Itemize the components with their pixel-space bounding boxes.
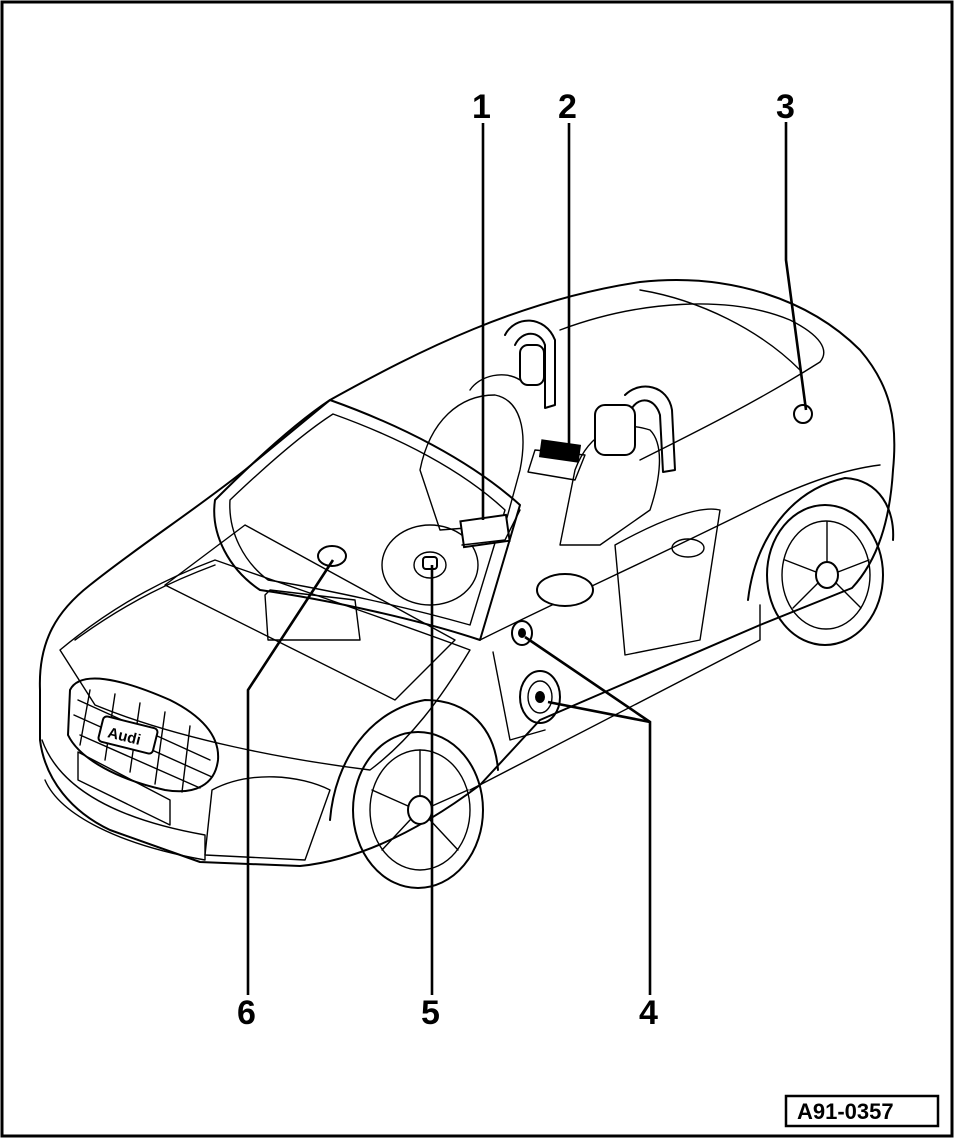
leader-lines — [246, 122, 808, 995]
front-grille — [67, 677, 220, 793]
windshield-frame — [213, 399, 521, 641]
reference-code-box: A91-0357 — [784, 1094, 940, 1128]
sill-line — [469, 604, 761, 791]
component-2-unit — [538, 439, 582, 463]
rear-wheel — [766, 504, 884, 646]
rear-deck — [559, 303, 825, 461]
headrest-right — [594, 404, 636, 456]
body-side-crease — [479, 464, 881, 641]
hood-crease — [74, 564, 216, 641]
callout-labels: 1 2 3 4 5 6 — [237, 88, 795, 1032]
roll-hoop-left — [504, 319, 556, 409]
steering-wheel — [381, 524, 479, 606]
callout-5: 5 — [421, 994, 440, 1032]
steering-hub — [413, 551, 447, 579]
license-plate-area — [77, 751, 171, 826]
callout-3: 3 — [776, 88, 795, 126]
rear-deck-line — [639, 289, 801, 371]
windshield-inner — [229, 413, 506, 626]
hood-panel — [164, 524, 456, 701]
driver-seat — [419, 394, 524, 531]
side-mirror — [536, 573, 594, 607]
front-wheel — [352, 731, 484, 889]
door-handle — [671, 538, 705, 558]
door-cutline — [492, 651, 546, 741]
component-3-point — [793, 404, 813, 424]
car-illustration: Audi — [38, 279, 896, 889]
front-bumper — [41, 739, 206, 861]
reference-code: A91-0357 — [797, 1099, 894, 1124]
callout-4: 4 — [639, 994, 658, 1032]
dashboard — [264, 589, 361, 641]
headlamp — [204, 776, 331, 861]
front-wheel-arch — [329, 699, 499, 821]
rear-wheel-arch — [747, 477, 895, 601]
component-5-point — [422, 556, 438, 570]
door-panel — [614, 508, 721, 656]
component-4-front-speaker — [511, 620, 533, 646]
leader-3 — [784, 122, 808, 411]
callout-6: 6 — [237, 994, 256, 1032]
car-body-outline — [38, 279, 896, 867]
seat-back-left — [469, 374, 521, 391]
hood-outline — [59, 559, 471, 771]
component-4-door-speaker — [519, 670, 561, 724]
front-badge — [97, 715, 159, 755]
component-1-mount — [461, 509, 521, 546]
roll-hoop-right — [624, 385, 676, 473]
headrest-left — [519, 344, 545, 386]
leader-4 — [524, 635, 652, 995]
callout-1: 1 — [472, 88, 491, 126]
callout-2: 2 — [558, 88, 577, 126]
leader-6 — [246, 559, 335, 995]
component-6-point — [317, 545, 347, 567]
